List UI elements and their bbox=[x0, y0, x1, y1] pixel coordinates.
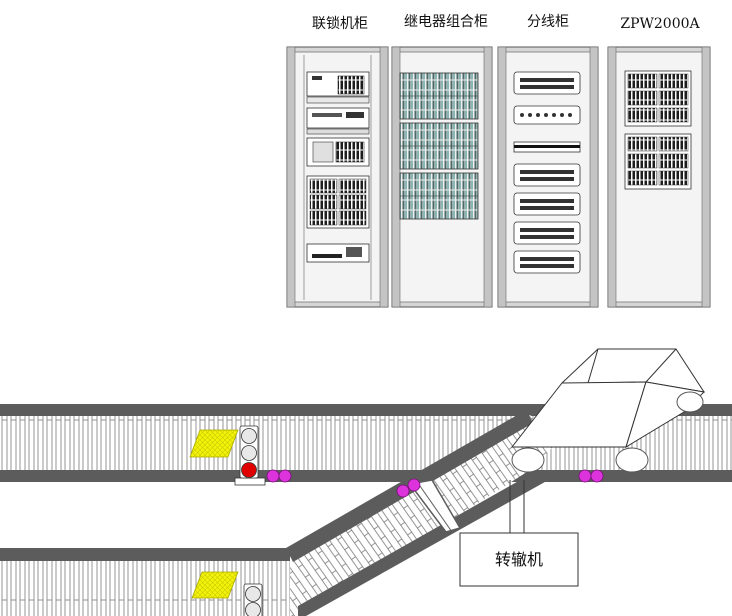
relay-cabinet[interactable] bbox=[391, 46, 493, 308]
balise-upper bbox=[189, 429, 239, 458]
interlock-unit-3 bbox=[306, 137, 370, 167]
interlock-unit-4 bbox=[306, 175, 370, 229]
insulated-joint-1 bbox=[266, 469, 292, 483]
interlock-cabinet-label: 联锁机柜 bbox=[312, 16, 368, 32]
distribution-cabinet-label: 分线柜 bbox=[527, 14, 569, 30]
zpw-rack-1 bbox=[624, 70, 692, 127]
lower-track-rail-top bbox=[0, 548, 290, 561]
interlock-unit-1 bbox=[306, 71, 370, 104]
terminal-block-5 bbox=[513, 192, 581, 216]
terminal-block-7 bbox=[513, 250, 581, 274]
lower-track bbox=[0, 548, 300, 616]
rail-vehicle-wheel-far bbox=[676, 391, 704, 413]
balise-lower bbox=[191, 571, 239, 599]
signal-lower-lamp-2 bbox=[245, 602, 261, 616]
zpw-cabinet[interactable] bbox=[607, 46, 711, 308]
switch-machine-label: 转辙机 bbox=[495, 550, 543, 569]
interlock-unit-5 bbox=[306, 243, 370, 263]
switch-point-blade bbox=[408, 479, 462, 533]
terminal-block-2 bbox=[513, 105, 581, 125]
signal-upper[interactable] bbox=[234, 425, 266, 486]
distribution-cabinet[interactable] bbox=[497, 46, 599, 308]
signal-upper-lamp-3 bbox=[241, 462, 257, 478]
rail-vehicle-wheel-rear bbox=[615, 447, 649, 473]
switch-machine[interactable]: 转辙机 bbox=[459, 532, 579, 587]
zpw-cabinet-label: ZPW2000A bbox=[620, 16, 700, 32]
relay-shelf-2 bbox=[399, 122, 479, 170]
interlock-unit-2 bbox=[306, 107, 370, 135]
terminal-block-1 bbox=[513, 71, 581, 95]
interlock-cabinet[interactable] bbox=[286, 46, 389, 308]
insulated-joint-3 bbox=[578, 469, 604, 483]
signal-upper-lamp-1 bbox=[241, 428, 257, 444]
terminal-block-4 bbox=[513, 163, 581, 187]
signal-upper-lamp-2 bbox=[241, 445, 257, 461]
relay-shelf-1 bbox=[399, 72, 479, 120]
signal-upper-base bbox=[234, 477, 266, 486]
relay-cabinet-label: 继电器组合柜 bbox=[404, 14, 488, 30]
relay-shelf-3 bbox=[399, 172, 479, 220]
signal-lower-lamp-1 bbox=[245, 586, 261, 602]
signal-lower[interactable] bbox=[243, 583, 263, 616]
upper-track-rail-bottom bbox=[0, 470, 732, 482]
crossover-rail-lower bbox=[298, 470, 552, 616]
terminal-block-3 bbox=[513, 141, 581, 153]
terminal-block-6 bbox=[513, 221, 581, 245]
insulated-joint-2 bbox=[396, 478, 421, 498]
rail-vehicle[interactable] bbox=[510, 348, 706, 473]
rail-vehicle-wheel-front bbox=[511, 447, 545, 473]
zpw-rack-2 bbox=[624, 133, 692, 190]
